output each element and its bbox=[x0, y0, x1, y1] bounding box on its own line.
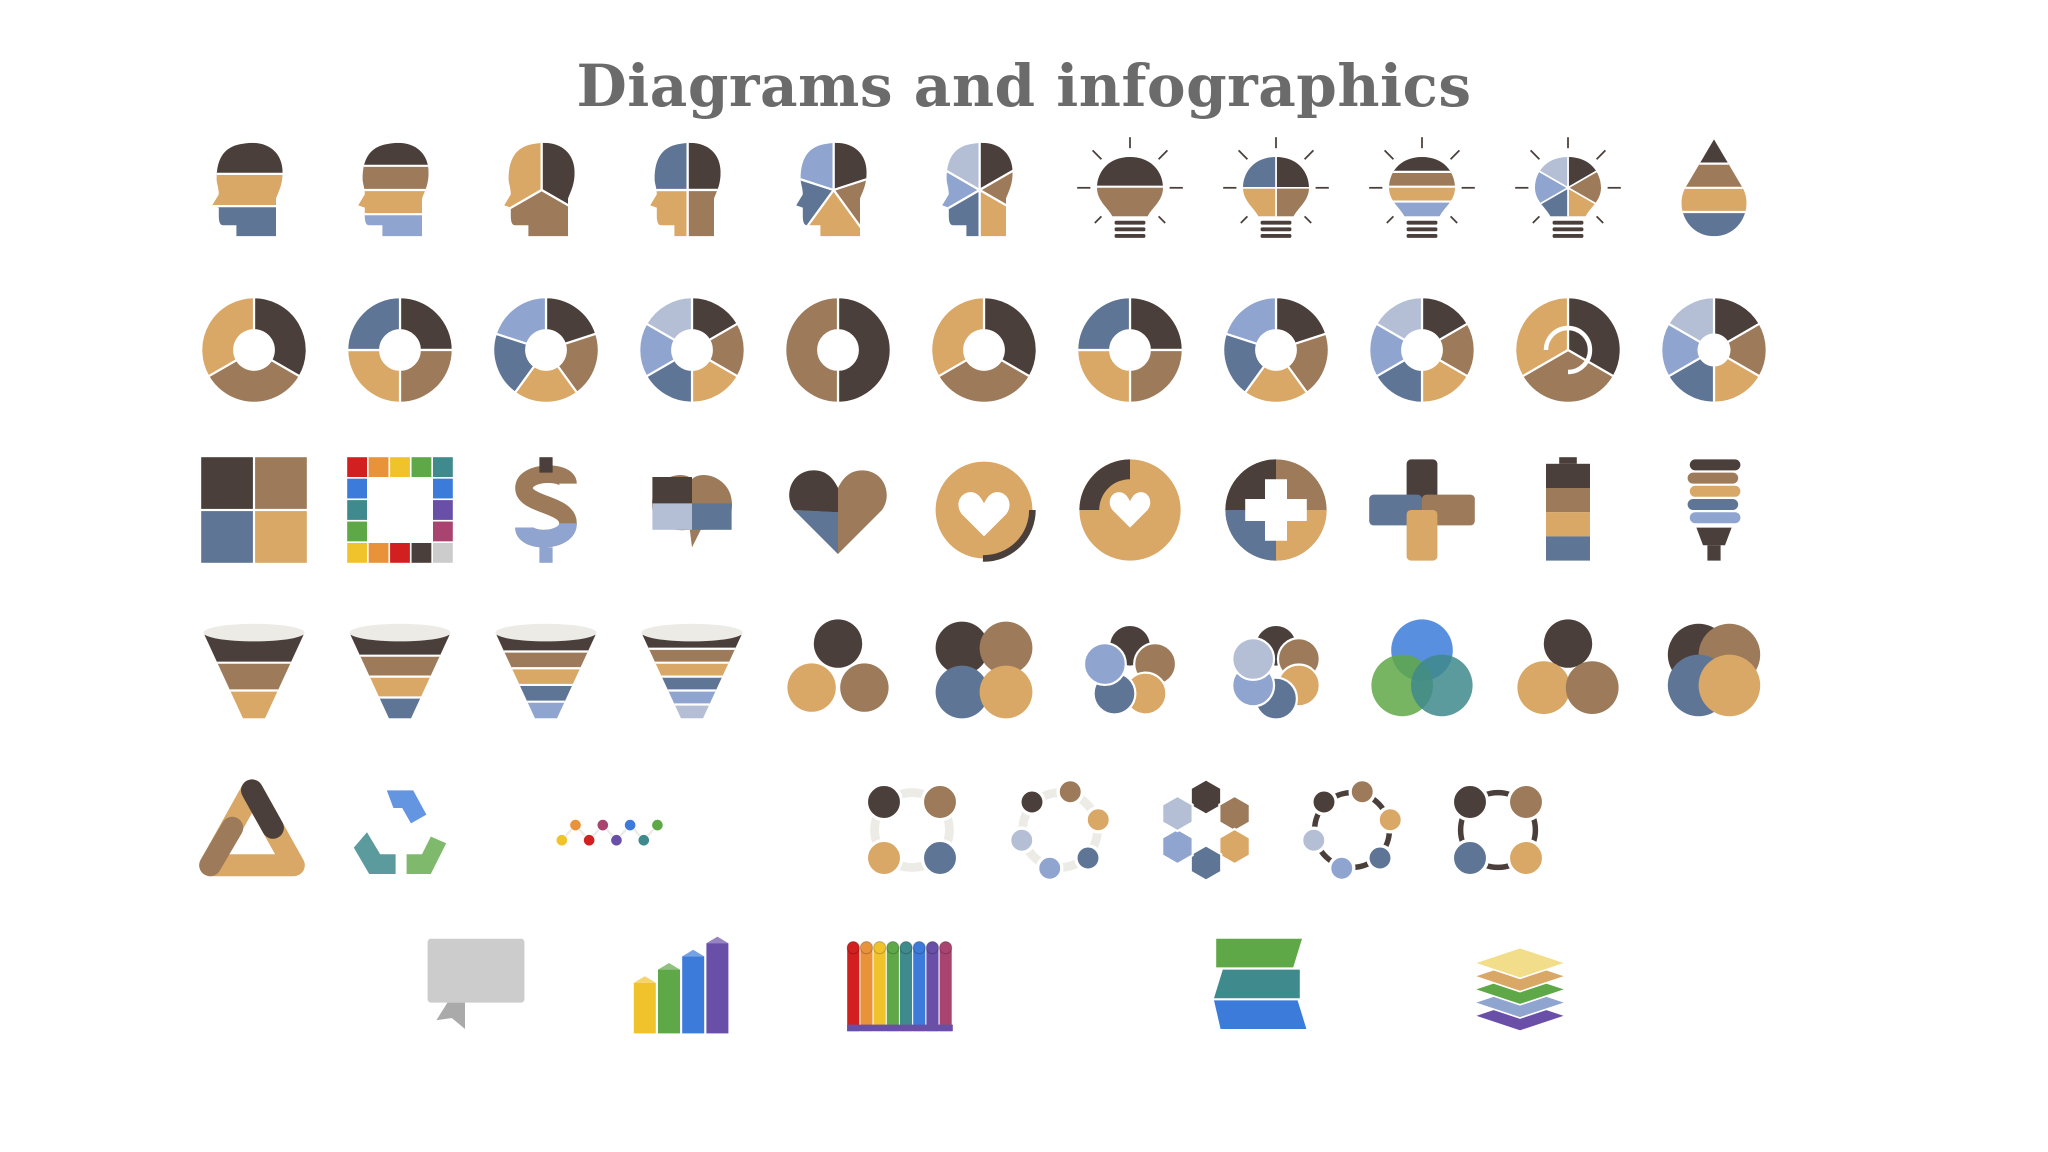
lightbulb-quarters-icon bbox=[1223, 137, 1329, 238]
heart-ribbon-icon bbox=[932, 458, 1036, 562]
head-layers-3-icon bbox=[212, 142, 283, 237]
drop-layers-icon bbox=[1681, 139, 1747, 237]
speech-banner-icon bbox=[427, 938, 525, 1029]
energy-saving-bulb-icon bbox=[1687, 459, 1741, 561]
connected-circles-4-icon bbox=[864, 782, 960, 878]
dot-cycle-icon bbox=[1299, 777, 1405, 883]
layer-stack-icon bbox=[1471, 946, 1569, 1033]
battery-icon bbox=[1546, 457, 1590, 561]
page-title: Diagrams and infographics bbox=[576, 52, 1472, 120]
petals-5-icon bbox=[1082, 623, 1178, 716]
zigzag-ribbon-icon bbox=[1214, 938, 1307, 1029]
hexagon-cluster-icon bbox=[1161, 778, 1251, 882]
lightbulb-layers-4-icon bbox=[1369, 137, 1475, 238]
puzzle-ring-3-icon bbox=[930, 296, 1038, 404]
petals-6-icon bbox=[1231, 623, 1321, 721]
bar-chart-3d-icon bbox=[633, 936, 729, 1034]
puzzle-frame-colorful-icon bbox=[347, 457, 453, 563]
funnel-5-icon bbox=[495, 623, 597, 719]
puzzle-ring-6-icon bbox=[1368, 296, 1476, 404]
medical-cross-circle-icon bbox=[1225, 459, 1327, 561]
funnel-6-icon bbox=[641, 623, 743, 719]
recycle-icon bbox=[353, 790, 447, 874]
petals-3-icon bbox=[787, 619, 889, 712]
head-puzzle-5-icon bbox=[796, 142, 867, 237]
venn-colored-icon bbox=[1371, 619, 1473, 717]
puzzle-square-icon bbox=[201, 457, 307, 563]
funnel-3-icon bbox=[203, 623, 305, 719]
aperture-icon bbox=[1660, 296, 1768, 404]
funnel-4-icon bbox=[349, 623, 451, 719]
petals-4-icon bbox=[935, 621, 1033, 719]
medical-cross-icon bbox=[1369, 459, 1475, 561]
dot-ring-6-icon bbox=[1007, 777, 1113, 883]
head-puzzle-3-icon bbox=[504, 142, 575, 237]
brain-puzzle-icon bbox=[651, 475, 733, 548]
dollar-sign-icon bbox=[515, 457, 577, 563]
lightbulb-segments-6-icon bbox=[1515, 137, 1621, 238]
heart-circle-icon bbox=[1079, 459, 1181, 561]
circles-3-icon bbox=[1517, 619, 1619, 714]
venn-overlap-4-icon bbox=[1667, 623, 1761, 717]
lightbulb-layers-2-icon bbox=[1077, 137, 1183, 238]
head-puzzle-4-icon bbox=[650, 142, 721, 237]
puzzle-ring-4-icon bbox=[1076, 296, 1184, 404]
cycle-ring-5-icon bbox=[492, 296, 600, 404]
head-puzzle-6-icon bbox=[942, 142, 1013, 237]
cycle-ring-6-icon bbox=[638, 296, 746, 404]
head-layers-4-icon bbox=[358, 142, 429, 237]
swirl-ring-icon bbox=[1514, 296, 1622, 404]
triangle-cycle-icon bbox=[199, 779, 305, 877]
heart-puzzle-icon bbox=[789, 470, 887, 554]
cycle-arrows-4-icon bbox=[1450, 782, 1546, 878]
puzzle-ring-2-icon bbox=[784, 296, 892, 404]
cylinder-columns-icon bbox=[846, 941, 953, 1032]
timeline-dots-icon bbox=[555, 819, 664, 847]
puzzle-ring-5-icon bbox=[1222, 296, 1330, 404]
cycle-ring-3-icon bbox=[200, 296, 308, 404]
cycle-ring-4-icon bbox=[346, 296, 454, 404]
